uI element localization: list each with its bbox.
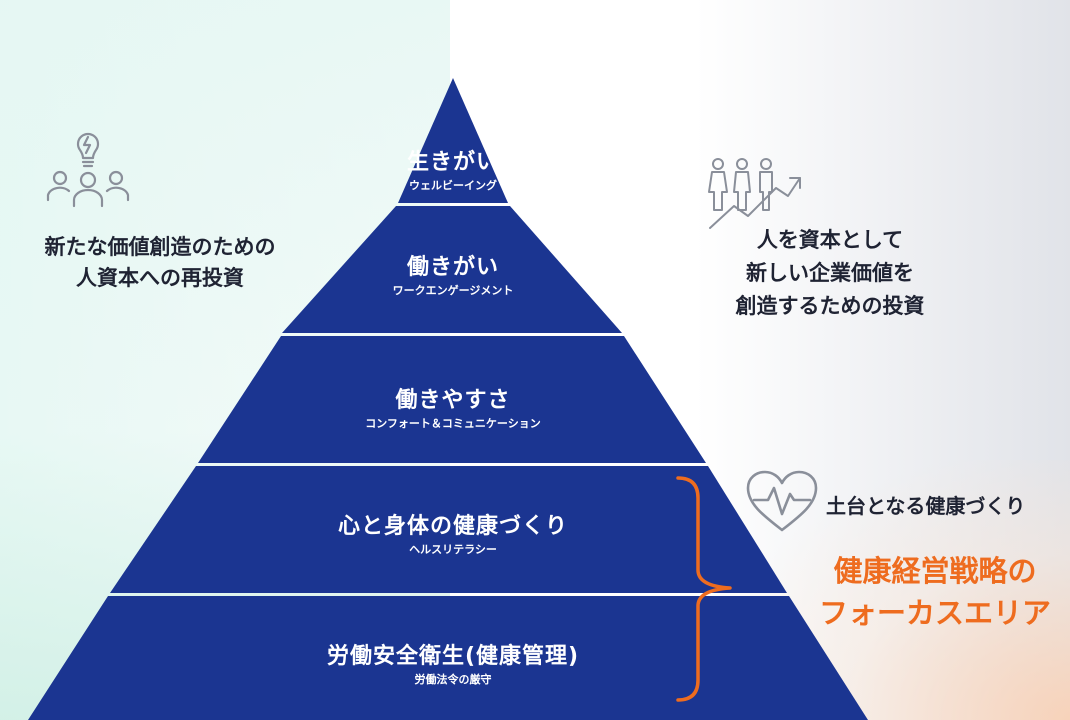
layer-1-label: 生きがい ウェルビーイング	[353, 150, 553, 193]
layer-5-subtitle: 労働法令の厳守	[414, 673, 492, 686]
layer-5-label: 労働安全衛生(健康管理) 労働法令の厳守	[233, 644, 673, 687]
pyramid-layer-5	[28, 596, 868, 720]
layer-5-title: 労働安全衛生(健康管理)	[326, 644, 580, 669]
layer-3-title: 働きやすさ	[395, 388, 511, 413]
heart-pulse-icon	[746, 470, 818, 532]
right-line-1: 人を資本として	[756, 228, 904, 252]
layer-2-subtitle: ワークエンゲージメント	[392, 284, 514, 297]
focus-line-1: 健康経営戦略の	[833, 554, 1037, 588]
left-line-1: 新たな価値創造のための	[44, 235, 276, 259]
foundation-label: 土台となる健康づくり	[826, 494, 1026, 518]
layer-4-title: 心と身体の健康づくり	[337, 514, 568, 539]
layer-2-title: 働きがい	[406, 255, 499, 280]
pyramid-layer-3	[198, 336, 706, 463]
pyramid-layer-2	[282, 206, 622, 333]
layer-2-label: 働きがい ワークエンゲージメント	[303, 255, 603, 298]
right-line-3: 創造するための投資	[735, 294, 925, 318]
focus-area-title: 健康経営戦略の フォーカスエリア	[800, 550, 1070, 634]
pyramid-layer-4	[110, 466, 787, 593]
left-description: 新たな価値創造のための 人資本への再投資	[0, 232, 320, 294]
layer-1-subtitle: ウェルビーイング	[409, 179, 497, 192]
team-lightbulb-icon	[46, 132, 130, 208]
right-description: 人を資本として 新しい企業価値を 創造するための投資	[690, 224, 970, 323]
pyramid-layer-1	[398, 78, 508, 203]
layer-4-label: 心と身体の健康づくり ヘルスリテラシー	[253, 514, 653, 557]
layer-3-subtitle: コンフォート＆コミュニケーション	[365, 417, 541, 430]
layer-4-subtitle: ヘルスリテラシー	[409, 543, 497, 556]
focus-brace	[676, 476, 732, 702]
right-line-2: 新しい企業価値を	[746, 261, 914, 285]
layer-3-label: 働きやすさ コンフォート＆コミュニケーション	[283, 388, 623, 431]
layer-1-title: 生きがい	[406, 150, 499, 175]
people-growth-arrow-icon	[708, 158, 801, 229]
left-line-2: 人資本への再投資	[76, 266, 244, 290]
focus-line-2: フォーカスエリア	[818, 596, 1051, 630]
